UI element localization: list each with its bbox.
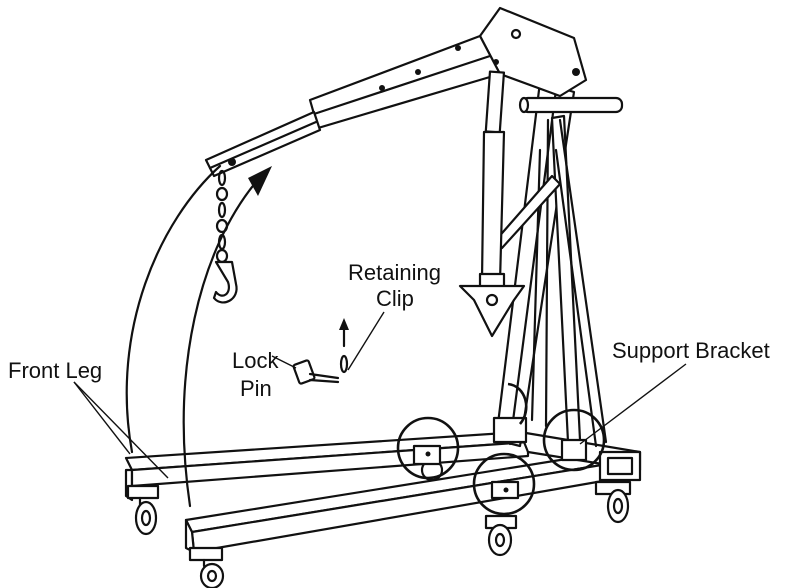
- fold-arrow-right: [182, 166, 272, 508]
- boom: [204, 6, 588, 178]
- front-leg-label: Front Leg: [8, 358, 102, 383]
- caster-front-left: [126, 484, 160, 536]
- retaining-clip-label-line2: Clip: [376, 286, 414, 311]
- caster-rear-right: [594, 480, 632, 524]
- leader-lines: [73, 363, 687, 479]
- lock-pin-label-line1: Lock: [232, 348, 279, 373]
- chain-and-hook: [212, 169, 238, 304]
- push-handle: [518, 96, 624, 114]
- retaining-clip-label-line1: Retaining: [348, 260, 441, 285]
- support-bracket-label: Support Bracket: [612, 338, 770, 363]
- retaining-clip: [339, 311, 385, 374]
- bracket-highlights: [396, 382, 606, 516]
- lock-pin-label-line2: Pin: [240, 376, 272, 401]
- caster-front-right: [188, 546, 225, 588]
- caster-rear-center: [484, 514, 518, 557]
- hydraulic-cylinder: [458, 70, 526, 338]
- lock-pin: [271, 355, 340, 385]
- fold-arrow-left: [125, 164, 222, 454]
